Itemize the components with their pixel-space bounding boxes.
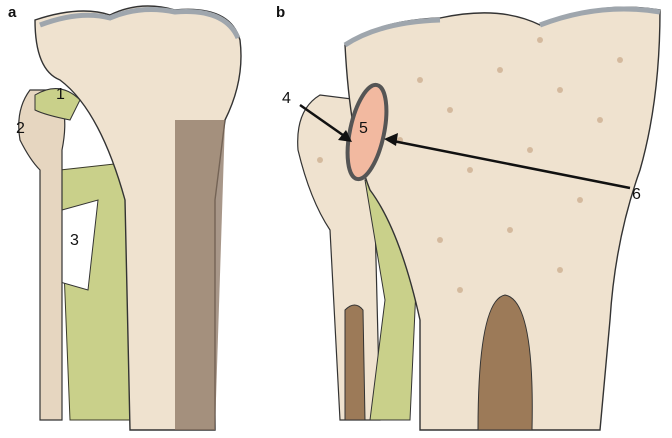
arrow-4-head [338,130,352,142]
label-6: 6 [632,186,641,203]
label-3: 3 [70,232,79,249]
label-2: 2 [16,120,25,137]
cartilage-b [343,6,661,48]
tibial-plateau-cartilage [39,7,241,40]
arrow-6 [387,138,631,190]
label-1: 1 [56,86,65,103]
spongy-texture [317,37,623,293]
panel-a-drawing [18,5,242,431]
panel-b-drawing [297,6,661,431]
fibula [18,89,66,421]
ligament-1 [34,88,81,121]
panel-label-a: a [8,4,17,21]
panel-label-b: b [276,4,286,21]
tibia-shadow [175,120,225,430]
arrow-4 [299,103,351,142]
arrow-6-head [384,133,398,146]
label-4: 4 [282,90,291,107]
label-5: 5 [359,120,368,137]
medullary-canal [477,294,533,431]
fibula-canal [344,304,366,421]
tibia-section [344,6,661,431]
graft-5 [345,82,389,182]
